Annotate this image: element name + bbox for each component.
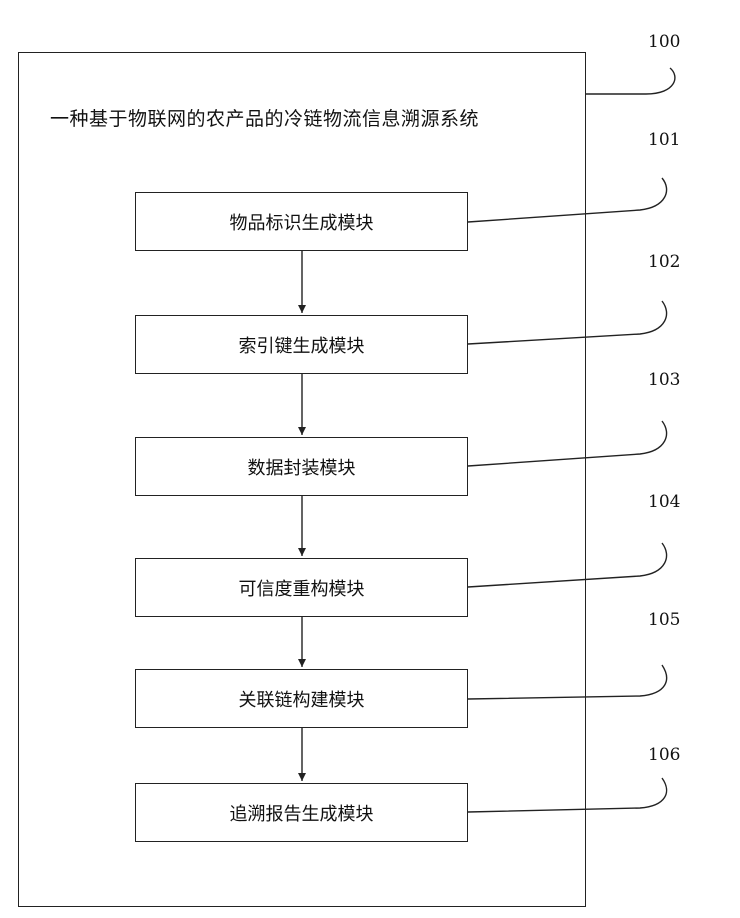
reference-leader-line [468, 178, 667, 222]
reference-leader-line [468, 665, 667, 699]
reference-leader-line [468, 778, 667, 812]
reference-leader-line [468, 543, 667, 587]
reference-leader-line [468, 301, 667, 344]
reference-leader-line [586, 68, 675, 94]
reference-leader-line [468, 421, 667, 466]
